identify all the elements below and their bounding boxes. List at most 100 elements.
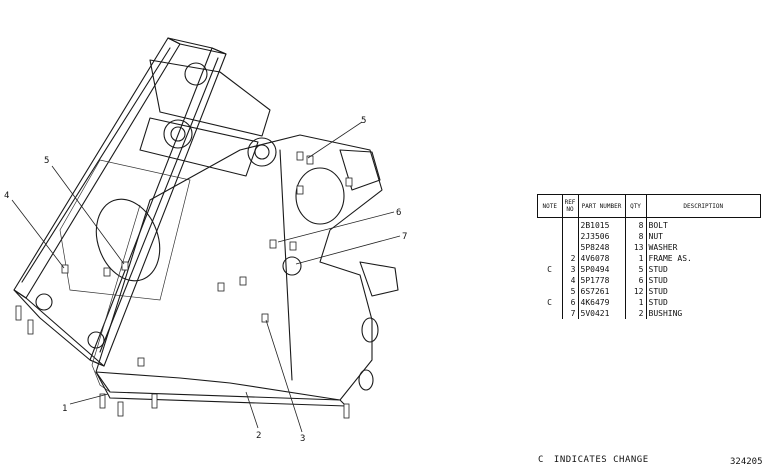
cell-part-number: 2B1015: [578, 217, 626, 231]
frame-ear-lower: [359, 261, 399, 297]
callout-1: 1: [62, 404, 67, 414]
cell-description: STUD: [648, 264, 668, 274]
legend-mark: C: [538, 455, 544, 465]
yoke-boss-3: [184, 62, 208, 86]
cell-description: BOLT: [648, 220, 668, 230]
cell-part-number: 6S7261: [578, 286, 626, 297]
frame-lower-bore: [361, 317, 379, 343]
cell-qty: 8: [625, 217, 647, 231]
boom-pin-bore-left: [35, 293, 53, 311]
table-row: 2J3506 8 NUT: [537, 231, 761, 242]
table-row: 2 4V6078 1 FRAME AS.: [537, 253, 761, 264]
leader-2: [245, 391, 259, 429]
cell-note: [537, 308, 563, 319]
header-description: DESCRIPTION: [645, 194, 761, 218]
cell-part-number: 2J3506: [578, 231, 626, 242]
cell-part-number: 4K6479: [578, 297, 626, 308]
yoke-boss-2-bore: [254, 144, 270, 160]
cell-ref: 5: [562, 286, 579, 297]
cell-qty: 1: [625, 253, 647, 264]
boom-bottom-end: [13, 289, 105, 367]
cell-ref: 7: [562, 308, 579, 319]
boom-left-rail-inner: [21, 47, 171, 283]
callout-2: 2: [256, 431, 261, 441]
cell-part-number: 5P1778: [578, 275, 626, 286]
main-frame-side-plate: [279, 149, 293, 381]
table-row: 5P8248 13 WASHER: [537, 242, 761, 253]
frame-lower-bore-2: [358, 369, 374, 391]
leader-5b: [307, 121, 363, 159]
leader-5a: [51, 165, 125, 265]
boom-right-rail-inner: [99, 57, 219, 353]
callout-7: 7: [402, 232, 407, 242]
boom-cross-member: [139, 117, 259, 177]
yoke-boss-2: [247, 137, 277, 167]
callout-5a: 5: [44, 156, 49, 166]
header-qty: QTY: [624, 194, 647, 218]
leader-4: [11, 199, 65, 269]
frame-window: [295, 167, 345, 225]
cell-note: [537, 217, 563, 231]
cell-description: STUD: [648, 286, 668, 296]
table-row: C 6 4K6479 1 STUD: [537, 297, 761, 308]
cell-ref: 2: [562, 253, 579, 264]
cell-note: [537, 242, 563, 253]
boom-access-hole: [95, 198, 161, 282]
callout-6: 6: [396, 208, 401, 218]
boom-web-plate: [59, 159, 191, 301]
leader-1: [69, 393, 109, 405]
cell-qty: 1: [625, 297, 647, 308]
cell-note: [537, 231, 563, 242]
boom-top-plate: [167, 37, 227, 55]
bushing-hole: [282, 256, 302, 276]
cell-description: STUD: [648, 297, 668, 307]
callout-3: 3: [300, 434, 305, 444]
cell-ref: [562, 217, 579, 231]
cell-description: BUSHING: [648, 308, 683, 318]
parts-list-table: NOTE REF NO PART NUMBER QTY DESCRIPTION …: [537, 194, 761, 319]
cell-qty: 13: [625, 242, 647, 253]
cell-note: [537, 253, 563, 264]
cell-note: C: [537, 264, 563, 275]
table-row: 5 6S7261 12 STUD: [537, 286, 761, 297]
boom-pin-bore-right: [87, 331, 105, 349]
header-part-number: PART NUMBER: [577, 194, 626, 218]
cell-part-number: 5V0421: [578, 308, 626, 319]
cell-ref: 4: [562, 275, 579, 286]
cell-note: [537, 286, 563, 297]
table-row: 4 5P1778 6 STUD: [537, 275, 761, 286]
cell-description: NUT: [648, 231, 663, 241]
frame-ear-upper: [339, 149, 381, 191]
table-row: 7 5V0421 2 BUSHING: [537, 308, 761, 319]
cell-description: WASHER: [648, 242, 678, 252]
cell-description: FRAME AS.: [648, 253, 692, 263]
callout-5b: 5: [361, 116, 366, 126]
cell-qty: 8: [625, 231, 647, 242]
leader-6: [277, 211, 395, 243]
frame-assembly-drawing: 1 2 3 4 5 5 6 7: [4, 37, 407, 444]
header-note: NOTE: [537, 194, 563, 218]
parts-table-header-row: NOTE REF NO PART NUMBER QTY DESCRIPTION: [537, 194, 761, 218]
table-row: 2B1015 8 BOLT: [537, 217, 761, 231]
callout-4: 4: [4, 191, 9, 201]
cell-qty: 2: [625, 308, 647, 319]
table-row: C 3 5P0494 5 STUD: [537, 264, 761, 275]
cell-ref: [562, 242, 579, 253]
leader-7: [295, 235, 401, 265]
cell-description: STUD: [648, 275, 668, 285]
stud-group: [61, 151, 353, 367]
yoke-boss-1-bore: [170, 126, 186, 142]
illustration-number: 324205: [730, 457, 763, 467]
frame-bottom-rail: [95, 371, 347, 407]
leader-3: [265, 319, 303, 433]
bolt-group: [15, 305, 350, 419]
cell-note: C: [537, 297, 563, 308]
cell-ref: 3: [562, 264, 579, 275]
cell-ref: [562, 231, 579, 242]
cell-part-number: 5P0494: [578, 264, 626, 275]
yoke-boss-1: [163, 119, 193, 149]
boom-left-rail: [13, 37, 181, 299]
cell-part-number: 5P8248: [578, 242, 626, 253]
cell-qty: 12: [625, 286, 647, 297]
